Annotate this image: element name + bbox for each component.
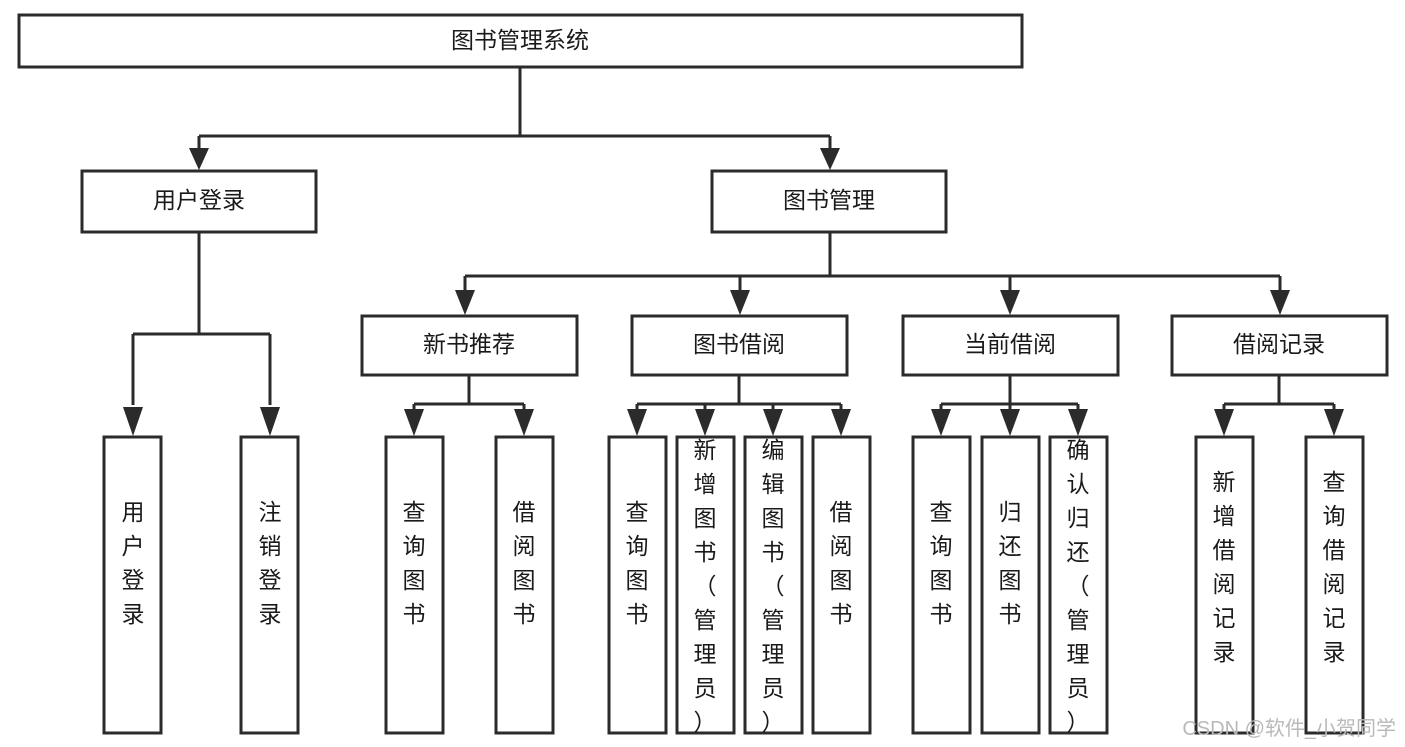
node-new-book-recommend-box[interactable] <box>360 314 579 377</box>
node-borrow-record[interactable]: 借阅记录 <box>1170 314 1389 377</box>
arrow-icon-new-book-recommend <box>455 290 475 315</box>
node-leaf-edit-book-box[interactable] <box>743 435 804 735</box>
node-leaf-query-book-2[interactable]: 查询图书 <box>607 435 668 735</box>
node-leaf-return-book-box[interactable] <box>980 435 1041 735</box>
node-user-login-box[interactable] <box>80 169 318 234</box>
node-leaf-logout[interactable]: 注销登录 <box>239 435 300 735</box>
node-root-box[interactable] <box>17 13 1024 69</box>
node-leaf-borrow-book-2-label: 借阅图书 <box>830 499 853 627</box>
node-leaf-confirm-return-label: 确认归还（管理员） <box>1067 437 1090 735</box>
node-leaf-query-book-1[interactable]: 查询图书 <box>384 435 445 735</box>
node-leaf-logout-box[interactable] <box>239 435 300 735</box>
node-user-login[interactable]: 用户登录 <box>80 169 318 234</box>
node-current-borrow-label: 当前借阅 <box>964 331 1056 357</box>
node-book-management[interactable]: 图书管理 <box>710 169 948 234</box>
node-leaf-add-borrow-record[interactable]: 新增借阅记录 <box>1194 435 1255 735</box>
node-current-borrow[interactable]: 当前借阅 <box>901 314 1120 377</box>
node-book-borrow-box[interactable] <box>630 314 849 377</box>
node-leaf-query-borrow-record[interactable]: 查询借阅记录 <box>1304 435 1365 735</box>
node-leaf-return-book-label: 归还图书 <box>999 499 1022 627</box>
arrow-icon-user-login <box>189 148 209 170</box>
node-leaf-query-book-2-box[interactable] <box>607 435 668 735</box>
node-leaf-edit-book[interactable]: 编辑图书（管理员） <box>743 435 804 735</box>
node-leaf-borrow-book-1[interactable]: 借阅图书 <box>494 435 555 735</box>
node-leaf-logout-label: 注销登录 <box>259 499 282 627</box>
node-leaf-borrow-book-1-box[interactable] <box>494 435 555 735</box>
arrow-icon-leaf-borrow-book-2 <box>831 409 851 436</box>
node-leaf-add-book-label: 新增图书（管理员） <box>694 437 717 735</box>
node-user-login-label: 用户登录 <box>153 187 245 213</box>
node-leaf-query-book-1-label: 查询图书 <box>403 499 426 627</box>
arrow-icon-leaf-query-book-2 <box>627 409 647 436</box>
node-new-book-recommend[interactable]: 新书推荐 <box>360 314 579 377</box>
watermark-label: CSDN @软件_小贺同学 <box>1182 717 1396 740</box>
node-leaf-borrow-book-2[interactable]: 借阅图书 <box>811 435 872 735</box>
node-leaf-query-borrow-record-label: 查询借阅记录 <box>1323 469 1346 665</box>
node-root[interactable]: 图书管理系统 <box>17 13 1024 69</box>
arrow-icon-leaf-add-book <box>695 409 715 436</box>
node-book-borrow[interactable]: 图书借阅 <box>630 314 849 377</box>
node-leaf-edit-book-label: 编辑图书（管理员） <box>762 437 785 735</box>
node-leaf-confirm-return-box[interactable] <box>1048 435 1109 735</box>
node-current-borrow-box[interactable] <box>901 314 1120 377</box>
node-book-management-box[interactable] <box>710 169 948 234</box>
arrow-icon-leaf-logout <box>260 407 280 436</box>
arrowheads-layer <box>123 148 1344 436</box>
arrow-icon-leaf-return-book <box>1000 409 1020 436</box>
node-leaf-add-book-box[interactable] <box>675 435 736 735</box>
arrow-icon-borrow-record <box>1270 290 1290 315</box>
arrow-icon-leaf-confirm-return <box>1068 409 1088 436</box>
node-leaf-query-book-3[interactable]: 查询图书 <box>911 435 972 735</box>
node-leaf-add-book[interactable]: 新增图书（管理员） <box>675 435 736 735</box>
node-leaf-return-book[interactable]: 归还图书 <box>980 435 1041 735</box>
arrow-icon-leaf-add-borrow-record <box>1214 409 1234 436</box>
node-leaf-user-login-box[interactable] <box>102 435 163 735</box>
arrow-icon-book-borrow <box>730 290 750 315</box>
arrow-icon-leaf-query-borrow-record <box>1324 409 1344 436</box>
node-leaf-query-book-3-label: 查询图书 <box>930 499 953 627</box>
arrow-icon-leaf-query-book-3 <box>931 409 951 436</box>
node-borrow-record-box[interactable] <box>1170 314 1389 377</box>
arrow-icon-book-management <box>820 148 840 170</box>
node-leaf-add-borrow-record-box[interactable] <box>1194 435 1255 735</box>
node-leaf-confirm-return[interactable]: 确认归还（管理员） <box>1048 435 1109 735</box>
node-leaf-query-book-1-box[interactable] <box>384 435 445 735</box>
arrow-icon-current-borrow <box>1000 290 1020 315</box>
node-borrow-record-label: 借阅记录 <box>1233 331 1325 357</box>
arrow-icon-leaf-user-login <box>123 407 143 436</box>
node-leaf-borrow-book-1-label: 借阅图书 <box>513 499 536 627</box>
arrow-icon-leaf-query-book-1 <box>404 409 424 436</box>
node-leaf-query-borrow-record-box[interactable] <box>1304 435 1365 735</box>
node-leaf-add-borrow-record-label: 新增借阅记录 <box>1213 469 1236 665</box>
node-leaf-user-login[interactable]: 用户登录 <box>102 435 163 735</box>
node-book-management-label: 图书管理 <box>783 187 875 213</box>
node-leaf-user-login-label: 用户登录 <box>122 499 145 627</box>
node-root-label: 图书管理系统 <box>451 27 589 53</box>
node-leaf-borrow-book-2-box[interactable] <box>811 435 872 735</box>
node-book-borrow-label: 图书借阅 <box>693 331 785 357</box>
arrow-icon-leaf-borrow-book-1 <box>514 409 534 436</box>
node-new-book-recommend-label: 新书推荐 <box>423 331 515 357</box>
node-leaf-query-book-2-label: 查询图书 <box>626 499 649 627</box>
arrow-icon-leaf-edit-book <box>763 409 783 436</box>
node-leaf-query-book-3-box[interactable] <box>911 435 972 735</box>
